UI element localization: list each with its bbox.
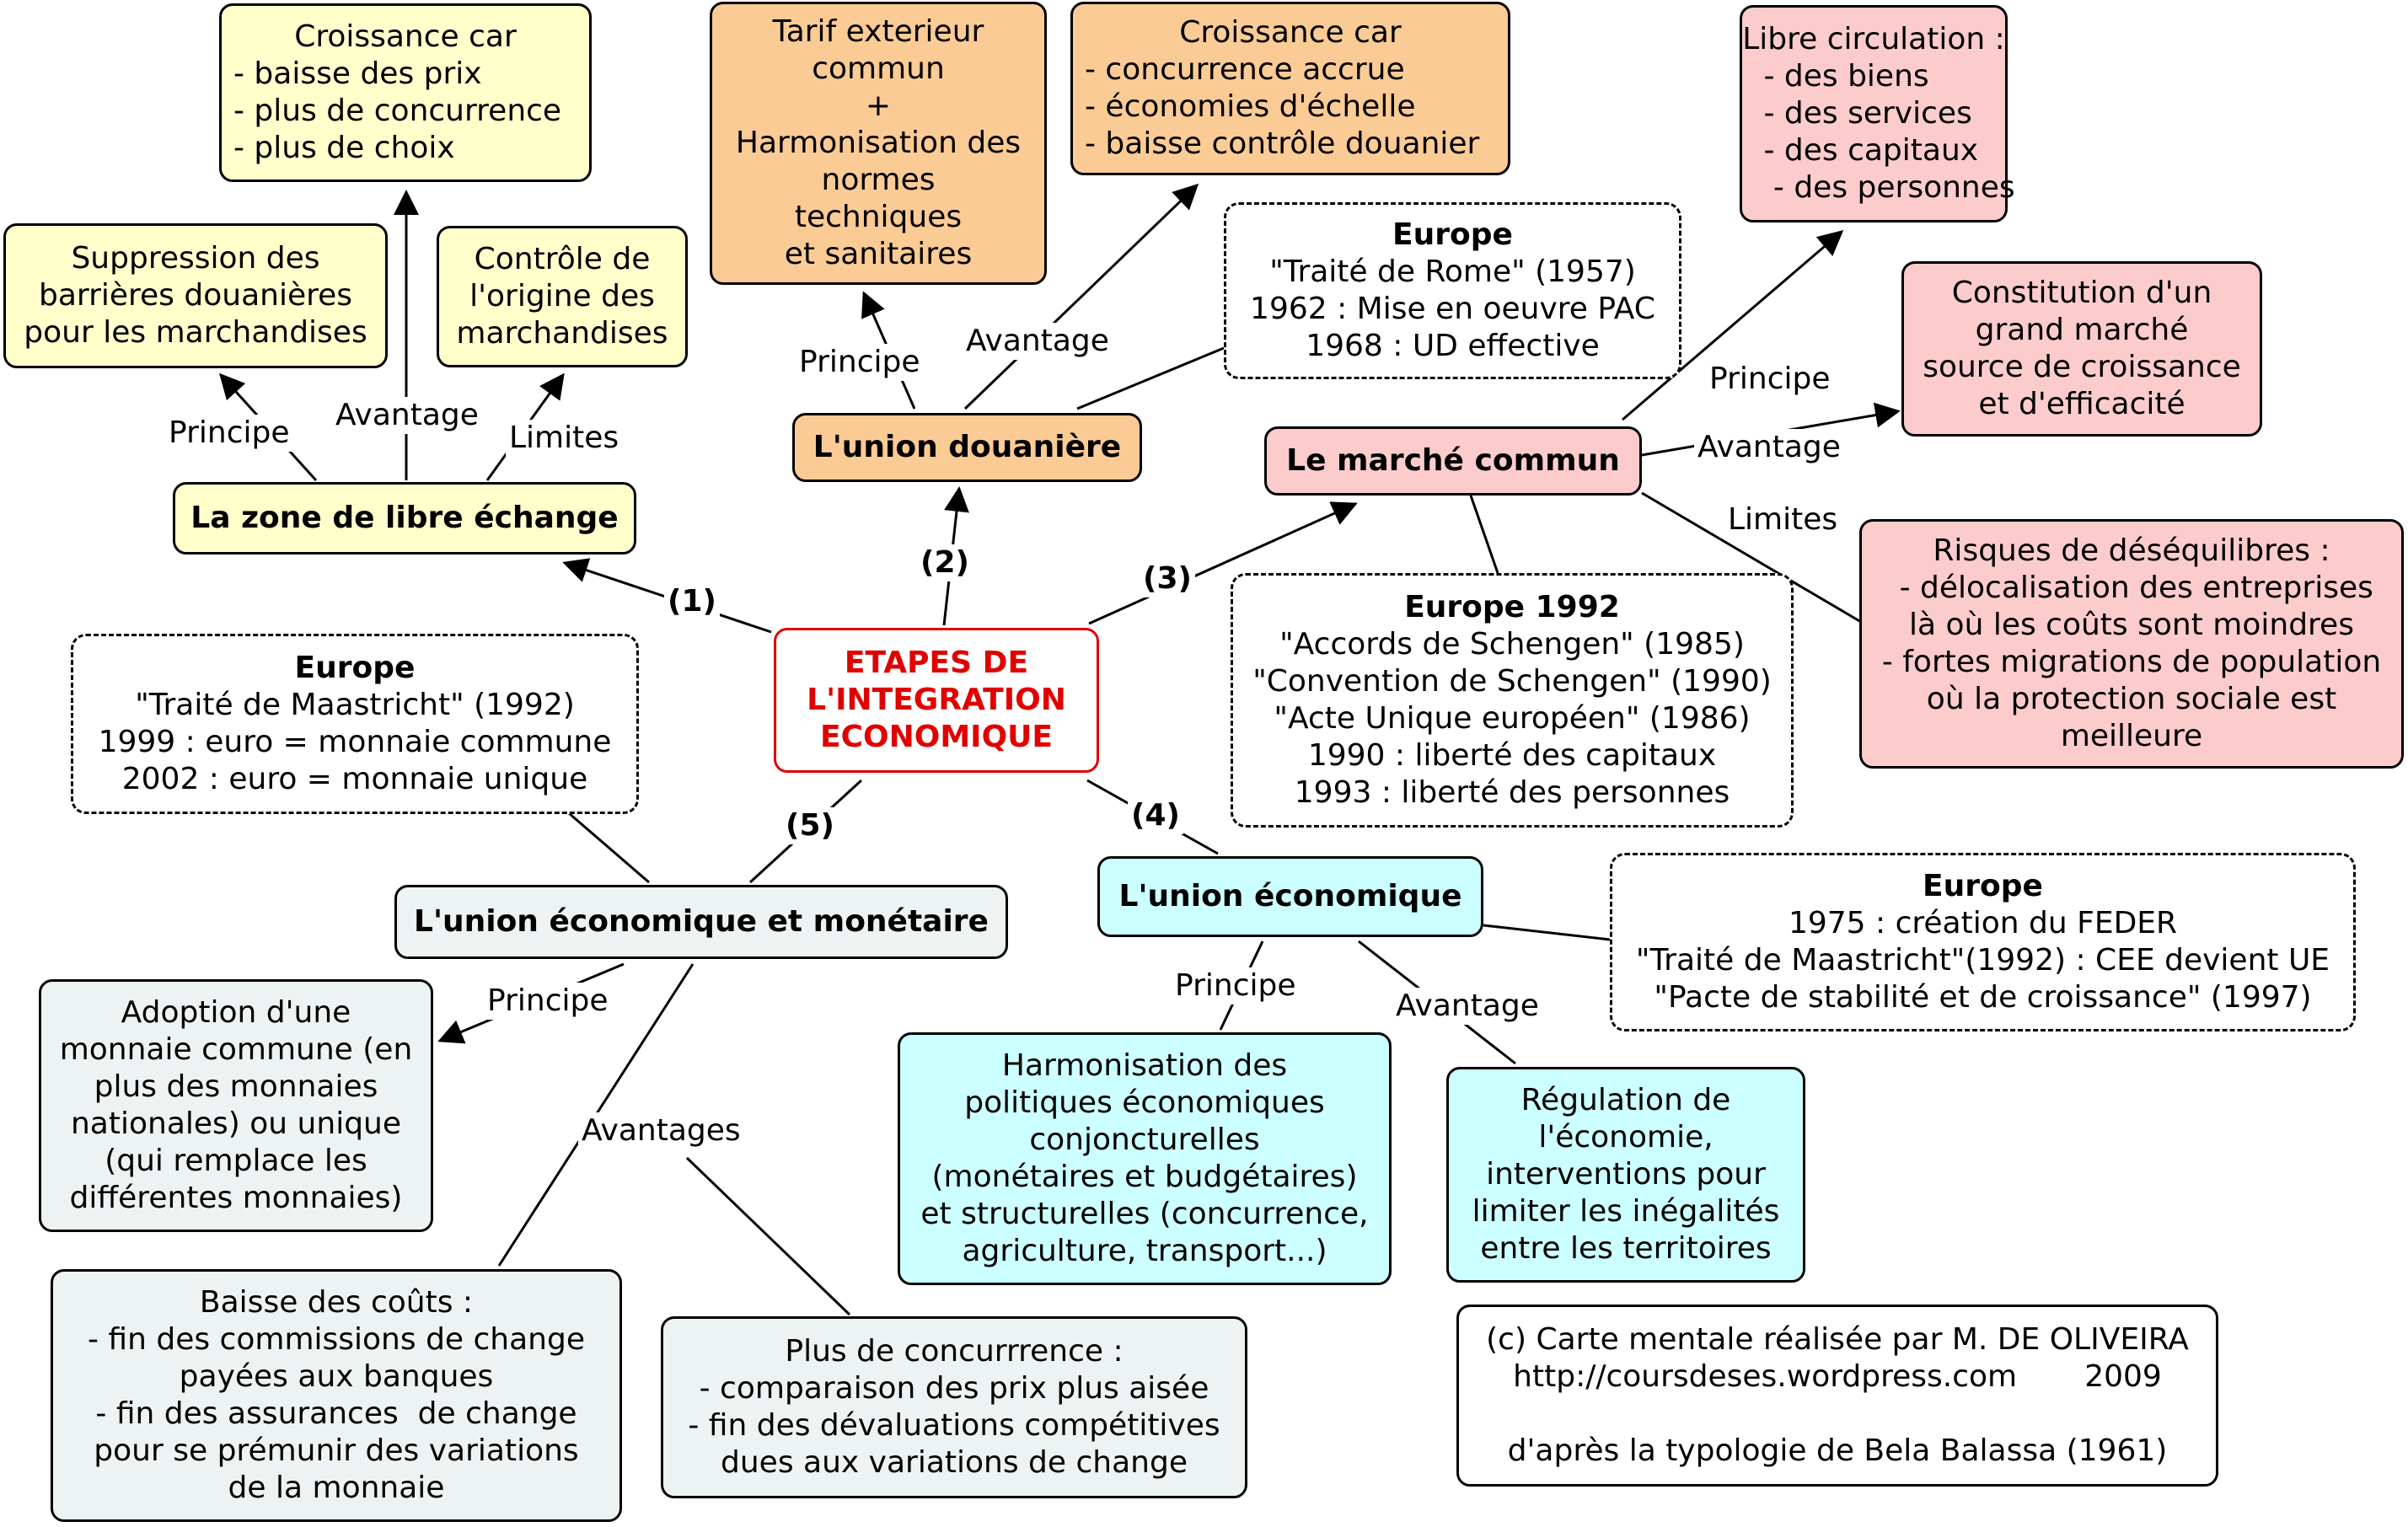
link-cu-avantage [963,183,1199,410]
link-emu-europe [568,812,650,884]
link-cm-principe [1622,230,1844,421]
free-trade-limites-label: Limites [506,420,623,457]
step-number-1: (1) [664,583,720,620]
credit-box: (c) Carte mentale réalisée par M. DE OLI… [1456,1305,2218,1487]
free-trade-principe-box: Suppression des barrières douanières pou… [3,223,388,368]
common-market-principe-box: Libre circulation : - des biens - des se… [1740,5,2015,222]
common-market-node: Le marché commun [1264,426,1642,496]
step-number-5: (5) [782,807,838,844]
link-center-market [1088,501,1358,625]
step-number-3: (3) [1140,560,1195,597]
common-market-principe-label: Principe [1706,361,1834,398]
free-trade-avantage-box: Croissance car - baisse des prix - plus … [219,3,592,182]
free-trade-principe-label: Principe [165,415,293,452]
monetary-union-avantage-box-2: Plus de concurrrence : - comparaison des… [661,1316,1247,1498]
customs-union-avantage-box: Croissance car - concurrence accrue - éc… [1070,2,1510,175]
customs-union-principe-box: Tarif exterieur commun + Harmonisation d… [710,2,1047,285]
common-market-limites-label: Limites [1724,501,1842,538]
step-number-4: (4) [1128,797,1183,834]
free-trade-limites-box: Contrôle de l'origine des marchandises [437,226,688,367]
customs-union-node: L'union douanière [792,413,1142,482]
common-market-avantage-label: Avantage [1694,429,1844,466]
economic-union-avantage-label: Avantage [1392,988,1542,1025]
link-cm-limites [1641,491,1862,624]
common-market-europe-box: Europe 1992 "Accords de Schengen" (1985)… [1231,573,1794,828]
link-cu-europe [1076,346,1225,410]
step-number-2: (2) [917,544,973,581]
economic-union-principe-label: Principe [1172,967,1300,1005]
free-trade-europe-box: Europe "Traité de Maastricht" (1992) 199… [71,634,639,814]
economic-union-principe-box: Harmonisation des politiques économiques… [898,1032,1392,1285]
common-market-avantage-box: Constitution d'un grand marché source de… [1901,261,2262,437]
monetary-union-avantage-box-1: Baisse des coûts : - fin des commissions… [51,1269,622,1522]
link-cm-europe [1469,495,1499,574]
economic-union-europe-box: Europe 1975 : création du FEDER "Traité … [1610,853,2356,1031]
free-trade-zone-node: La zone de libre échange [173,482,636,555]
free-trade-avantage-label: Avantage [332,397,482,434]
customs-union-principe-label: Principe [796,344,924,381]
common-market-limites-box: Risques de déséquilibres : - délocalisat… [1859,519,2404,769]
economic-union-avantage-box: Régulation de l'économie, interventions … [1446,1067,1805,1283]
monetary-union-node: L'union économique et monétaire [394,885,1008,959]
monetary-union-principe-label: Principe [484,983,612,1020]
monetary-union-avantages-label: Avantages [578,1112,744,1149]
monetary-union-principe-box: Adoption d'une monnaie commune (en plus … [39,979,433,1232]
center-topic: ETAPES DE L'INTEGRATION ECONOMIQUE [774,628,1099,773]
link-eu-europe [1483,924,1611,941]
link-emu-avantage-2 [685,1156,851,1316]
customs-union-avantage-label: Avantage [963,323,1113,360]
customs-union-europe-box: Europe "Traité de Rome" (1957) 1962 : Mi… [1224,202,1681,379]
economic-union-node: L'union économique [1097,856,1483,937]
